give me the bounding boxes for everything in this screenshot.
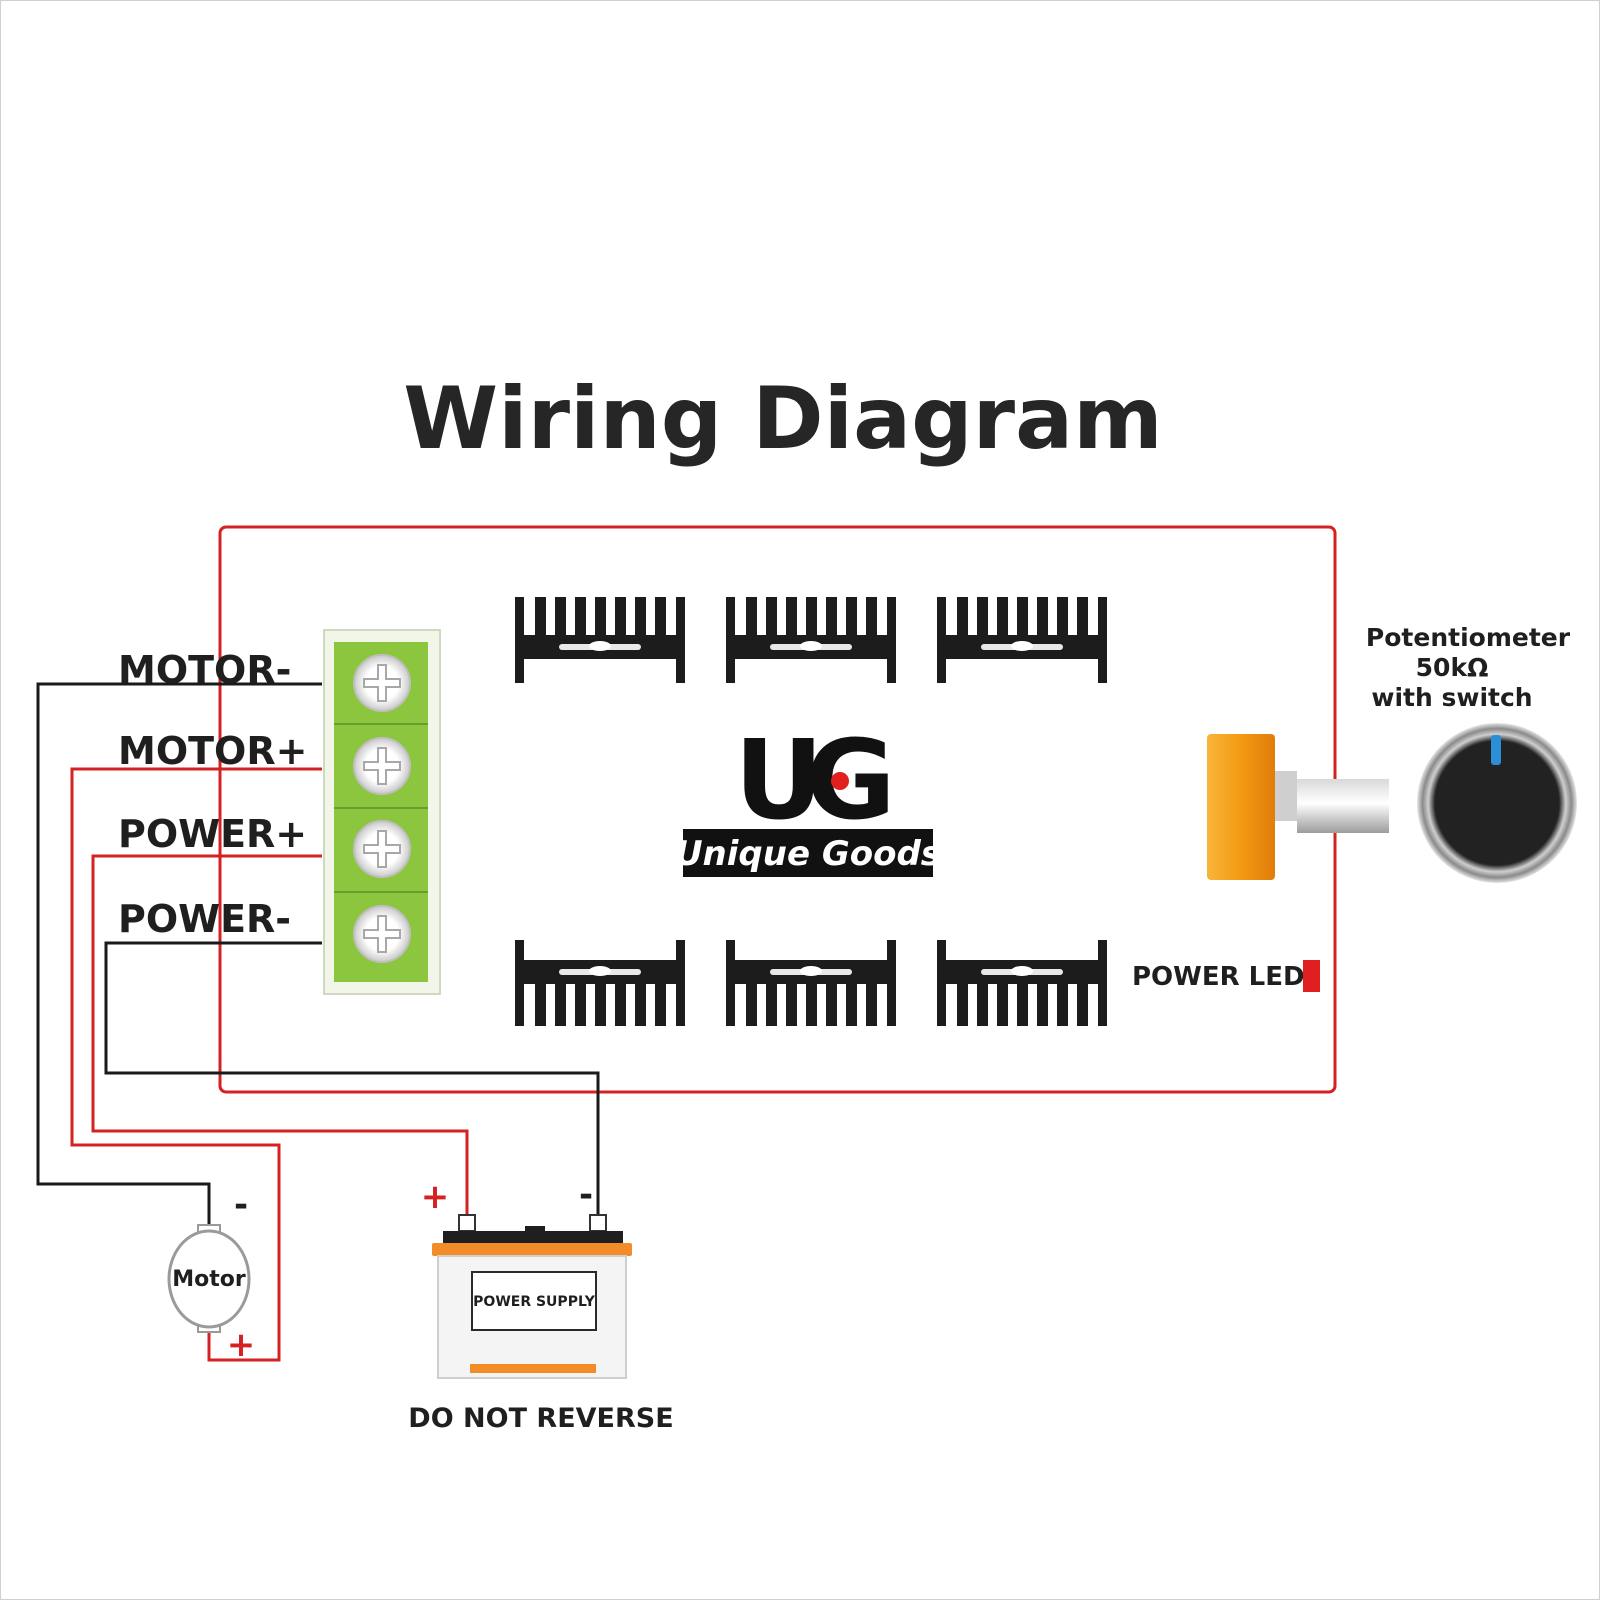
wire-power-plus xyxy=(91,854,469,1215)
potentiometer-collar xyxy=(1275,771,1297,821)
battery-minus-sign: - xyxy=(579,1175,593,1215)
potentiometer-knob-icon[interactable] xyxy=(1417,723,1577,883)
potentiometer-label-line3: with switch xyxy=(1371,683,1532,712)
battery-label: POWER SUPPLY xyxy=(473,1294,596,1310)
diagram-title: Wiring Diagram xyxy=(403,369,1162,469)
label-motor-plus: MOTOR+ xyxy=(118,729,307,773)
potentiometer[interactable] xyxy=(1207,734,1389,880)
potentiometer-body xyxy=(1207,734,1275,880)
warning-text: DO NOT REVERSE xyxy=(408,1403,673,1434)
potentiometer-label-line1: Potentiometer xyxy=(1366,623,1571,652)
logo-letters: UG xyxy=(734,716,888,844)
brand-logo: UG Unique Goods xyxy=(675,716,941,877)
screw-terminal-1[interactable] xyxy=(353,654,411,712)
motor-label: Motor xyxy=(172,1267,246,1292)
wire-motor-plus xyxy=(70,767,322,1362)
heatsink-icon-6 xyxy=(937,940,1107,1026)
screw-terminal-2[interactable] xyxy=(353,737,411,795)
potentiometer-shaft xyxy=(1297,779,1389,833)
battery-icon xyxy=(432,1214,632,1379)
logo-red-dot-icon xyxy=(831,772,849,790)
motor-minus-sign: - xyxy=(234,1185,248,1225)
heatsink-icon-1 xyxy=(515,597,685,683)
heatsink-group xyxy=(515,597,1107,1026)
power-led-label: POWER LED xyxy=(1132,962,1305,992)
battery-plus-sign: + xyxy=(421,1177,450,1217)
heatsink-icon-3 xyxy=(937,597,1107,683)
motor-icon xyxy=(167,1224,251,1333)
logo-brand-text: Unique Goods xyxy=(675,834,941,874)
knob-indicator-icon xyxy=(1491,735,1501,765)
power-led-icon xyxy=(1303,960,1320,992)
label-power-plus: POWER+ xyxy=(118,812,307,856)
screw-terminal-4[interactable] xyxy=(353,905,411,963)
heatsink-icon-4 xyxy=(515,940,685,1026)
logo-banner xyxy=(683,829,933,877)
label-motor-minus: MOTOR- xyxy=(118,648,291,692)
potentiometer-label-line2: 50kΩ xyxy=(1416,653,1489,682)
wire-power-minus xyxy=(104,941,600,1215)
heatsink-icon-5 xyxy=(726,940,896,1026)
motor-plus-sign: + xyxy=(227,1325,256,1365)
screw-terminal-3[interactable] xyxy=(353,820,411,878)
label-power-minus: POWER- xyxy=(118,897,291,941)
heatsink-icon-2 xyxy=(726,597,896,683)
wire-motor-minus xyxy=(36,682,322,1225)
